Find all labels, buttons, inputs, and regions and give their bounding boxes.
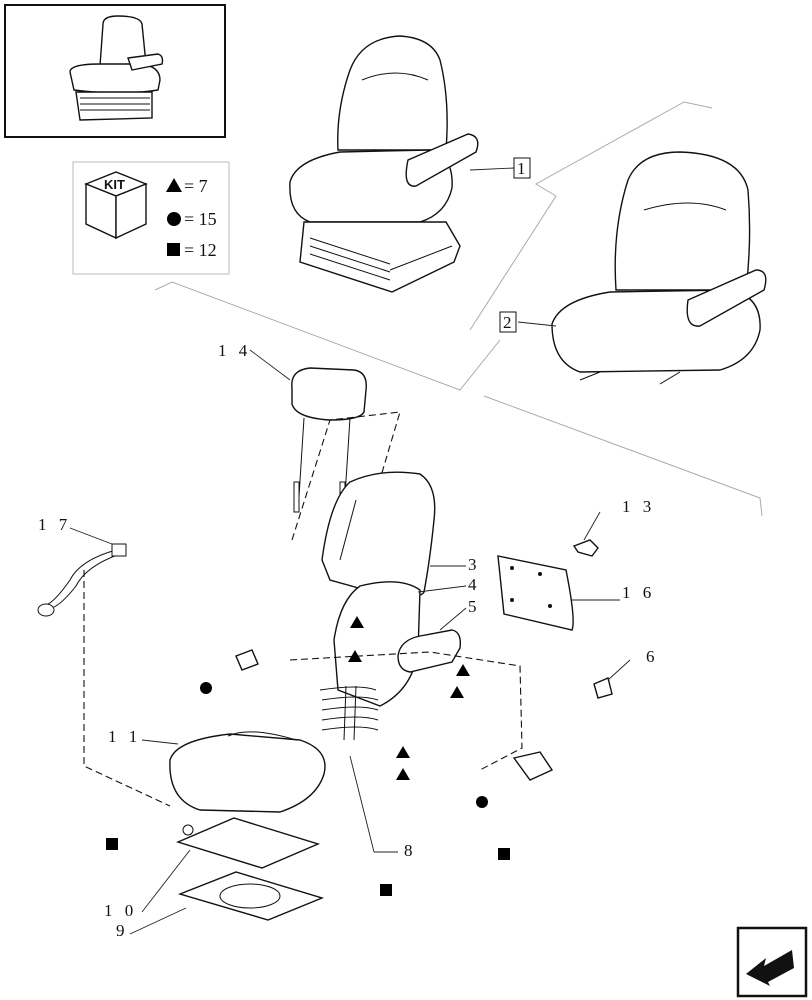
kit-legend: KIT = 7 = 15 = 12 bbox=[72, 161, 230, 275]
square-count: = 12 bbox=[184, 240, 217, 260]
callout-label-2: 2 bbox=[503, 313, 516, 332]
armrest-part-5 bbox=[397, 629, 462, 673]
seat-assembly-1 bbox=[289, 35, 479, 293]
callout-label-10: 1 0 bbox=[104, 901, 137, 920]
callout-label-5: 5 bbox=[468, 597, 481, 616]
callout-label-14: 1 4 bbox=[218, 341, 251, 360]
seat-thumbnail bbox=[4, 4, 226, 138]
callout-label-17: 1 7 bbox=[38, 515, 71, 534]
triangle-count: = 7 bbox=[184, 176, 208, 196]
cap-part-6 bbox=[593, 677, 613, 699]
callout-label-6: 6 bbox=[646, 647, 659, 666]
callout-1: 1 bbox=[469, 157, 531, 179]
callout-label-13: 1 3 bbox=[622, 497, 655, 516]
callout-label-1: 1 bbox=[517, 159, 530, 178]
callout-label-16: 1 6 bbox=[622, 583, 655, 602]
callout-label-4: 4 bbox=[468, 575, 481, 594]
next-page-arrow-icon[interactable] bbox=[736, 926, 808, 998]
kit-label: KIT bbox=[104, 177, 125, 192]
triangle-marker-icon bbox=[166, 178, 182, 192]
harness-part-17 bbox=[37, 543, 127, 617]
circle-marker-icon bbox=[167, 212, 181, 226]
square-marker-icon bbox=[167, 243, 180, 256]
clip-part-13 bbox=[572, 539, 599, 557]
plate-part-16 bbox=[497, 555, 574, 631]
seat-assembly-2 bbox=[551, 151, 767, 385]
spring-part-8 bbox=[319, 685, 379, 741]
callout-label-9: 9 bbox=[116, 921, 129, 940]
callout-label-11: 1 1 bbox=[108, 727, 141, 746]
cushion-part-11 bbox=[169, 731, 326, 813]
base-plate-part-9 bbox=[177, 871, 325, 921]
back-frame-part-4 bbox=[333, 581, 421, 707]
slide-part-10 bbox=[175, 817, 321, 869]
kit-box-icon: KIT bbox=[84, 171, 148, 240]
callout-label-3: 3 bbox=[468, 555, 481, 574]
backrest-part-3 bbox=[321, 471, 436, 598]
callout-label-8: 8 bbox=[404, 841, 417, 860]
kit-markers bbox=[106, 616, 510, 896]
circle-count: = 15 bbox=[184, 209, 217, 229]
callout-2: 2 bbox=[499, 311, 557, 333]
reference-lines bbox=[154, 101, 763, 517]
